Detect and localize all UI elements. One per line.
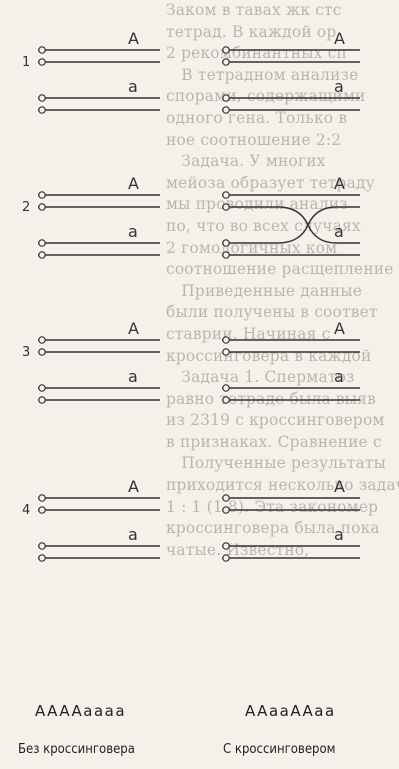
- centromere-marker: [39, 192, 45, 198]
- centromere-marker: [39, 47, 45, 53]
- allele-label-bottom: a: [334, 367, 344, 386]
- allele-label-bottom: a: [128, 222, 138, 241]
- allele-label-top: A: [128, 319, 139, 338]
- centromere-marker: [39, 397, 45, 403]
- centromere-marker: [223, 252, 229, 258]
- group-number: 1: [22, 55, 30, 70]
- centromere-marker: [39, 543, 45, 549]
- centromere-marker: [223, 59, 229, 65]
- centromere-marker: [39, 337, 45, 343]
- centromere-marker: [223, 543, 229, 549]
- centromere-marker: [39, 349, 45, 355]
- centromere-marker: [223, 47, 229, 53]
- allele-label-top: A: [128, 477, 139, 496]
- centromere-marker: [39, 495, 45, 501]
- allele-label-bottom: a: [128, 525, 138, 544]
- centromere-marker: [223, 240, 229, 246]
- centromere-marker: [223, 192, 229, 198]
- group-number: 4: [22, 503, 30, 518]
- allele-label-bottom: a: [334, 222, 344, 241]
- centromere-marker: [39, 107, 45, 113]
- centromere-marker: [223, 349, 229, 355]
- centromere-marker: [39, 252, 45, 258]
- centromere-marker: [223, 507, 229, 513]
- allele-label-bottom: a: [128, 77, 138, 96]
- centromere-marker: [39, 507, 45, 513]
- centromere-marker: [223, 397, 229, 403]
- centromere-marker: [39, 385, 45, 391]
- allele-label-top: A: [128, 29, 139, 48]
- allele-label-bottom: a: [334, 77, 344, 96]
- allele-label-top: A: [128, 174, 139, 193]
- left-caption: Без кроссинговера: [18, 742, 135, 757]
- centromere-marker: [39, 240, 45, 246]
- centromere-marker: [223, 337, 229, 343]
- allele-label-bottom: a: [128, 367, 138, 386]
- allele-label-bottom: a: [334, 525, 344, 544]
- left-sequence: AAAAaaaa: [35, 702, 126, 720]
- centromere-marker: [39, 204, 45, 210]
- group-number: 3: [22, 345, 30, 360]
- allele-label-top: A: [334, 29, 345, 48]
- centromere-marker: [39, 59, 45, 65]
- allele-label-top: A: [334, 319, 345, 338]
- allele-label-top: A: [334, 174, 345, 193]
- centromere-marker: [223, 495, 229, 501]
- centromere-marker: [39, 95, 45, 101]
- right-caption: С кроссинговером: [223, 742, 335, 757]
- centromere-marker: [223, 385, 229, 391]
- centromere-marker: [223, 555, 229, 561]
- allele-label-top: A: [334, 477, 345, 496]
- centromere-marker: [39, 555, 45, 561]
- centromere-marker: [223, 107, 229, 113]
- right-sequence: AAaaAAaa: [245, 702, 336, 720]
- centromere-marker: [223, 95, 229, 101]
- group-number: 2: [22, 200, 30, 215]
- centromere-marker: [223, 204, 229, 210]
